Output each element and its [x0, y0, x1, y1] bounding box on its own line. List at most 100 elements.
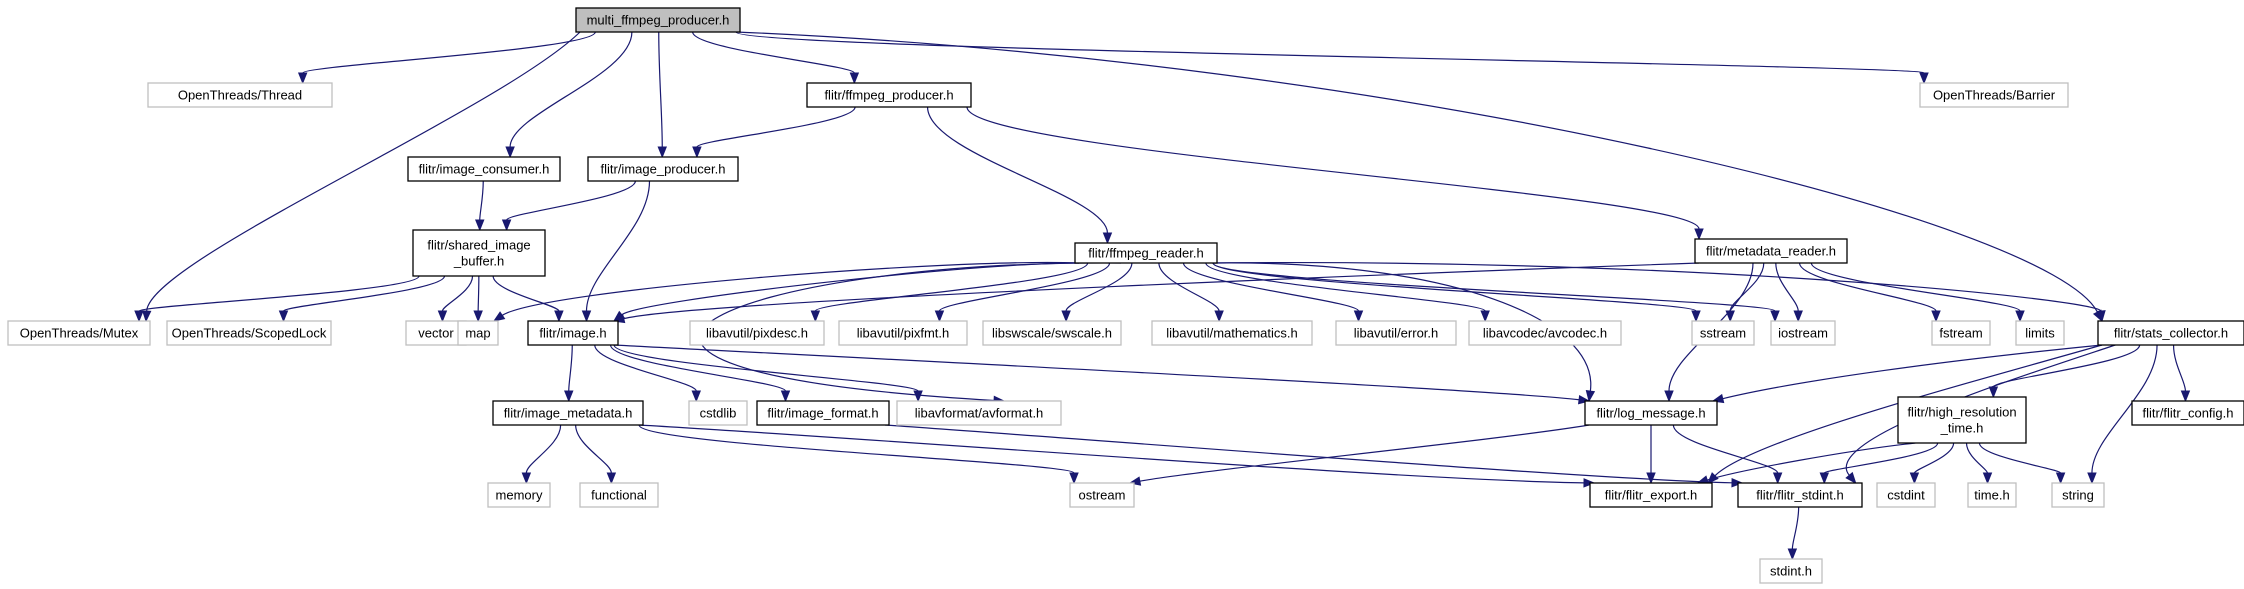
node-label: OpenThreads/Barrier [1933, 88, 2056, 103]
edge-ffmpeg_reader-to-error [1182, 262, 1364, 323]
edge-ffmpeg_reader-to-avcodec [1205, 262, 1490, 323]
edge-image_producer-to-image [581, 180, 651, 323]
node-ffmpeg-reader[interactable]: flitr/ffmpeg_reader.h [1074, 242, 1218, 264]
edge-ffmpeg_reader-to-sstream [1212, 262, 1701, 323]
node-label: map [465, 326, 490, 341]
edge-high_resolution_time-to-flitr_stdint [1819, 442, 1939, 485]
node-label: flitr/high_resolution [1907, 405, 2016, 420]
node-label: OpenThreads/Thread [178, 88, 302, 103]
node-stats-collector[interactable]: flitr/stats_collector.h [2097, 320, 2244, 346]
node-label: flitr/metadata_reader.h [1706, 244, 1836, 259]
edge-ffmpeg_reader-to-pixfmt [934, 262, 1111, 323]
edge-image-to-image_metadata [564, 344, 574, 403]
edge-shared_image_buffer-to-map [473, 275, 483, 323]
node-image-producer[interactable]: flitr/image_producer.h [587, 156, 739, 182]
node-label: cstdlib [700, 406, 737, 421]
node-label: flitr/ffmpeg_producer.h [824, 88, 953, 103]
node-label: flitr/flitr_export.h [1605, 488, 1697, 503]
edge-image_consumer-to-shared_image_buffer [475, 180, 485, 232]
edge-metadata_reader-to-sstream [1725, 262, 1765, 323]
node-label: libswscale/swscale.h [992, 326, 1112, 341]
node-stdint: stdint.h [1759, 558, 1823, 584]
edge-ffmpeg_reader-to-iostream [1212, 262, 1780, 323]
node-metadata-reader[interactable]: flitr/metadata_reader.h [1694, 238, 1848, 264]
edge-image_metadata-to-memory [521, 424, 562, 485]
node-label: flitr/image_producer.h [600, 162, 725, 177]
edge-image_metadata-to-functional [575, 424, 617, 485]
edge-ffmpeg_reader-to-pixdesc [810, 262, 1089, 323]
edge-image-to-cstdlib [594, 344, 701, 403]
node-label: flitr/image_metadata.h [504, 406, 633, 421]
node-label: libavutil/error.h [1354, 326, 1439, 341]
node-avcodec: libavcodec/avcodec.h [1468, 320, 1622, 346]
node-label: flitr/image.h [539, 326, 606, 341]
edge-image-to-image_format [609, 344, 791, 403]
node-image-metadata[interactable]: flitr/image_metadata.h [492, 400, 644, 426]
node-label: flitr/stats_collector.h [2114, 326, 2228, 341]
node-memory: memory [487, 482, 551, 508]
edge-image_metadata-to-flitr_export [638, 424, 1596, 488]
node-label: flitr/flitr_stdint.h [1756, 488, 1843, 503]
edge-image-to-avformat [613, 344, 923, 403]
node-flitr-export[interactable]: flitr/flitr_export.h [1589, 482, 1713, 508]
edge-ffmpeg_reader-to-stats_collector [1212, 261, 2106, 323]
edge-high_resolution_time-to-time [1965, 442, 1993, 485]
edge-stats_collector-to-flitr_config [2172, 344, 2191, 403]
edges-layer [134, 31, 2191, 561]
node-iostream: iostream [1770, 320, 1836, 346]
node-label: functional [591, 488, 647, 503]
edge-high_resolution_time-to-cstdint [1909, 442, 1955, 485]
node-label: libavutil/pixfmt.h [857, 326, 949, 341]
node-image-format[interactable]: flitr/image_format.h [756, 400, 890, 426]
node-time: time.h [1967, 482, 2017, 508]
node-ffmpeg-producer[interactable]: flitr/ffmpeg_producer.h [806, 82, 972, 108]
edge-image_format-to-flitr_stdint [884, 424, 1744, 488]
edge-metadata_reader-to-limits [1810, 262, 2025, 323]
edge-ffmpeg_reader-to-swscale [1061, 262, 1133, 323]
node-label: flitr/log_message.h [1596, 406, 1705, 421]
node-flitr-config[interactable]: flitr/flitr_config.h [2131, 400, 2244, 426]
node-label: iostream [1778, 326, 1828, 341]
edge-stats_collector-to-high_resolution_time [1988, 344, 2141, 399]
node-label: libavutil/mathematics.h [1166, 326, 1298, 341]
node-multi-ffmpeg-producer[interactable]: multi_ffmpeg_producer.h [575, 7, 741, 33]
edge-ffmpeg_reader-to-map [492, 261, 1080, 322]
edge-image_metadata-to-ostream [638, 424, 1079, 485]
node-ot-thread: OpenThreads/Thread [147, 82, 333, 108]
edge-multi_ffmpeg_producer-to-ot_thread [297, 31, 596, 85]
node-flitr-stdint[interactable]: flitr/flitr_stdint.h [1737, 482, 1863, 508]
edge-image_producer-to-shared_image_buffer [501, 180, 636, 232]
node-label: memory [496, 488, 543, 503]
node-label: flitr/shared_image [427, 238, 530, 253]
node-label: ostream [1079, 488, 1126, 503]
edge-multi_ffmpeg_producer-to-ot_barrier [735, 31, 1929, 85]
node-label: _time.h [1940, 421, 1984, 436]
node-ot-mutex: OpenThreads/Mutex [7, 320, 151, 346]
node-image-consumer[interactable]: flitr/image_consumer.h [407, 156, 561, 182]
node-ot-scopedlock: OpenThreads/ScopedLock [166, 320, 332, 346]
node-high-resolution-time[interactable]: flitr/high_resolution_time.h [1897, 396, 2027, 444]
node-error: libavutil/error.h [1335, 320, 1457, 346]
edge-high_resolution_time-to-string [1978, 442, 2066, 485]
edge-multi_ffmpeg_producer-to-image_consumer [505, 31, 633, 159]
edge-ffmpeg_reader-to-mathematics [1158, 262, 1224, 323]
node-avformat: libavformat/avformat.h [896, 400, 1062, 426]
node-pixdesc: libavutil/pixdesc.h [689, 320, 825, 346]
node-shared-image-buffer[interactable]: flitr/shared_image_buffer.h [412, 229, 546, 277]
node-image[interactable]: flitr/image.h [527, 320, 619, 346]
node-map: map [457, 320, 499, 346]
edge-high_resolution_time-to-flitr_export [1696, 442, 1916, 485]
node-mathematics: libavutil/mathematics.h [1151, 320, 1313, 346]
node-label: vector [418, 326, 454, 341]
node-swscale: libswscale/swscale.h [982, 320, 1122, 346]
node-label: flitr/ffmpeg_reader.h [1088, 246, 1203, 261]
node-label: flitr/image_format.h [767, 406, 878, 421]
node-label: libavcodec/avcodec.h [1483, 326, 1607, 341]
edge-stats_collector-to-string [2087, 344, 2158, 485]
node-label: libavformat/avformat.h [915, 406, 1044, 421]
edge-flitr_stdint-to-stdint [1787, 506, 1800, 561]
edge-log_message-to-flitr_export [1646, 425, 1656, 485]
node-label: cstdint [1887, 488, 1925, 503]
node-log-message[interactable]: flitr/log_message.h [1584, 400, 1718, 426]
